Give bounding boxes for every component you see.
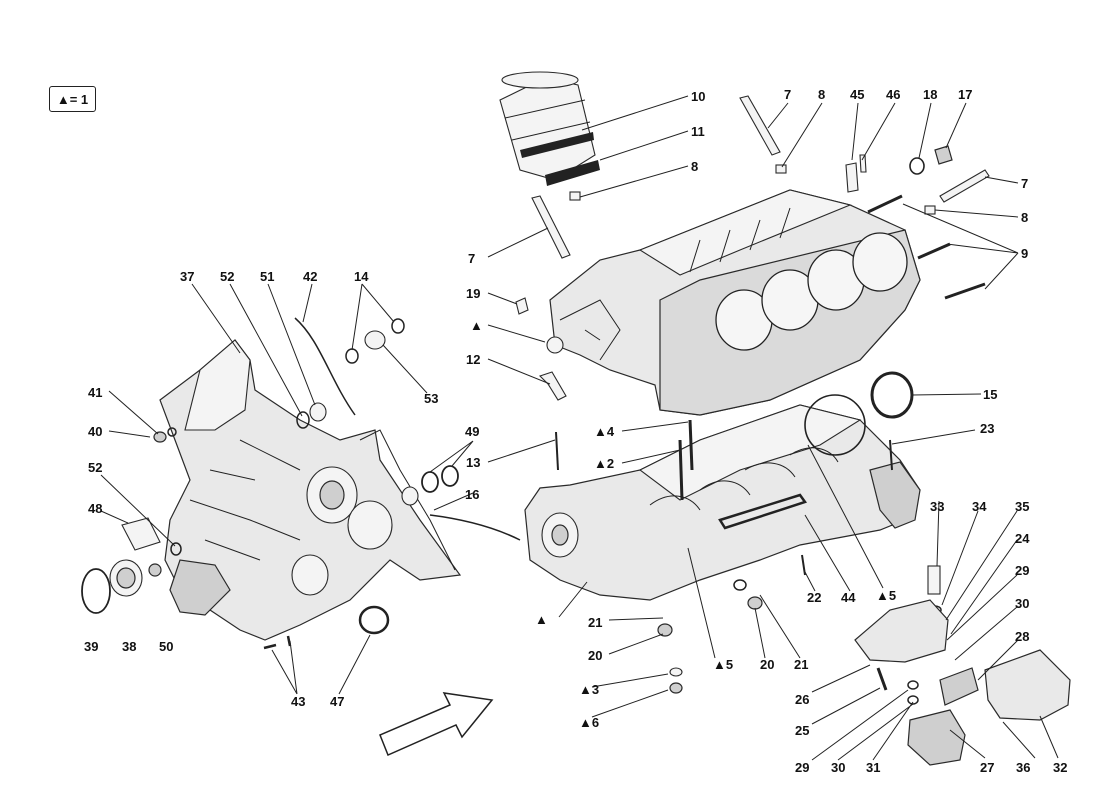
callout-40: 40 <box>88 424 102 439</box>
callout-triangle-3: ▲3 <box>579 682 599 697</box>
callout-42: 42 <box>303 269 317 284</box>
callout-14: 14 <box>354 269 369 284</box>
callout-20: 20 <box>760 657 774 672</box>
callout-50: 50 <box>159 639 173 654</box>
callout-triangle-6: ▲6 <box>579 715 599 730</box>
front-timing-cover <box>159 339 462 641</box>
callout-7: 7 <box>1021 176 1028 191</box>
callout-triangle-5: ▲5 <box>713 657 733 672</box>
callout-20: 20 <box>588 648 602 663</box>
callout-28: 28 <box>1015 629 1029 644</box>
callout-43: 43 <box>291 694 305 709</box>
callout-triangle-2: ▲2 <box>594 456 614 471</box>
callout-18: 18 <box>923 87 937 102</box>
callout-46: 46 <box>886 87 900 102</box>
callout-11: 11 <box>691 124 705 139</box>
callout-21: 21 <box>588 615 602 630</box>
callout-15: 15 <box>983 387 997 402</box>
callout-12: 12 <box>466 352 480 367</box>
callout-24: 24 <box>1015 531 1030 546</box>
callout-51: 51 <box>260 269 274 284</box>
callout-23: 23 <box>980 421 994 436</box>
callout-48: 48 <box>88 501 102 516</box>
callout-29: 29 <box>1015 563 1029 578</box>
cylinder-liner <box>499 71 600 186</box>
crankcase-lower <box>524 394 921 601</box>
callout-34: 34 <box>972 499 987 514</box>
callout-triangle: ▲ <box>535 612 548 627</box>
callout-8: 8 <box>691 159 698 174</box>
callout-26: 26 <box>795 692 809 707</box>
callout-labels: 10 11 8 7 7 8 45 46 18 17 7 8 9 19 ▲ 12 … <box>84 87 1067 775</box>
callout-triangle-5: ▲5 <box>876 588 896 603</box>
callout-30: 30 <box>831 760 845 775</box>
callout-8: 8 <box>1021 210 1028 225</box>
callout-45: 45 <box>850 87 864 102</box>
callout-36: 36 <box>1016 760 1030 775</box>
callout-7: 7 <box>784 87 791 102</box>
callout-17: 17 <box>958 87 972 102</box>
callout-53: 53 <box>424 391 438 406</box>
callout-21: 21 <box>794 657 808 672</box>
callout-10: 10 <box>691 89 705 104</box>
callout-13: 13 <box>466 455 480 470</box>
callout-30: 30 <box>1015 596 1029 611</box>
callout-22: 22 <box>807 590 821 605</box>
callout-19: 19 <box>466 286 480 301</box>
callout-32: 32 <box>1053 760 1067 775</box>
callout-triangle-4: ▲4 <box>594 424 615 439</box>
callout-47: 47 <box>330 694 344 709</box>
callout-41: 41 <box>88 385 102 400</box>
callout-8: 8 <box>818 87 825 102</box>
callout-9: 9 <box>1021 246 1028 261</box>
callout-7: 7 <box>468 251 475 266</box>
callout-44: 44 <box>841 590 856 605</box>
callout-triangle-1: ▲ <box>470 318 483 333</box>
callout-33: 33 <box>930 499 944 514</box>
callout-37: 37 <box>180 269 194 284</box>
callout-35: 35 <box>1015 499 1029 514</box>
callout-16: 16 <box>465 487 479 502</box>
callout-31: 31 <box>866 760 880 775</box>
callout-25: 25 <box>795 723 809 738</box>
callout-52: 52 <box>220 269 234 284</box>
small-parts <box>81 95 1071 766</box>
leader-lines <box>100 95 1059 761</box>
callout-38: 38 <box>122 639 136 654</box>
legend-box: ▲= 1 <box>49 86 96 112</box>
callout-29: 29 <box>795 760 809 775</box>
callout-27: 27 <box>980 760 994 775</box>
legend-text: ▲= 1 <box>56 91 89 107</box>
callout-52: 52 <box>88 460 102 475</box>
callout-49: 49 <box>465 424 479 439</box>
engine-block-upper <box>546 189 921 416</box>
callout-39: 39 <box>84 639 98 654</box>
